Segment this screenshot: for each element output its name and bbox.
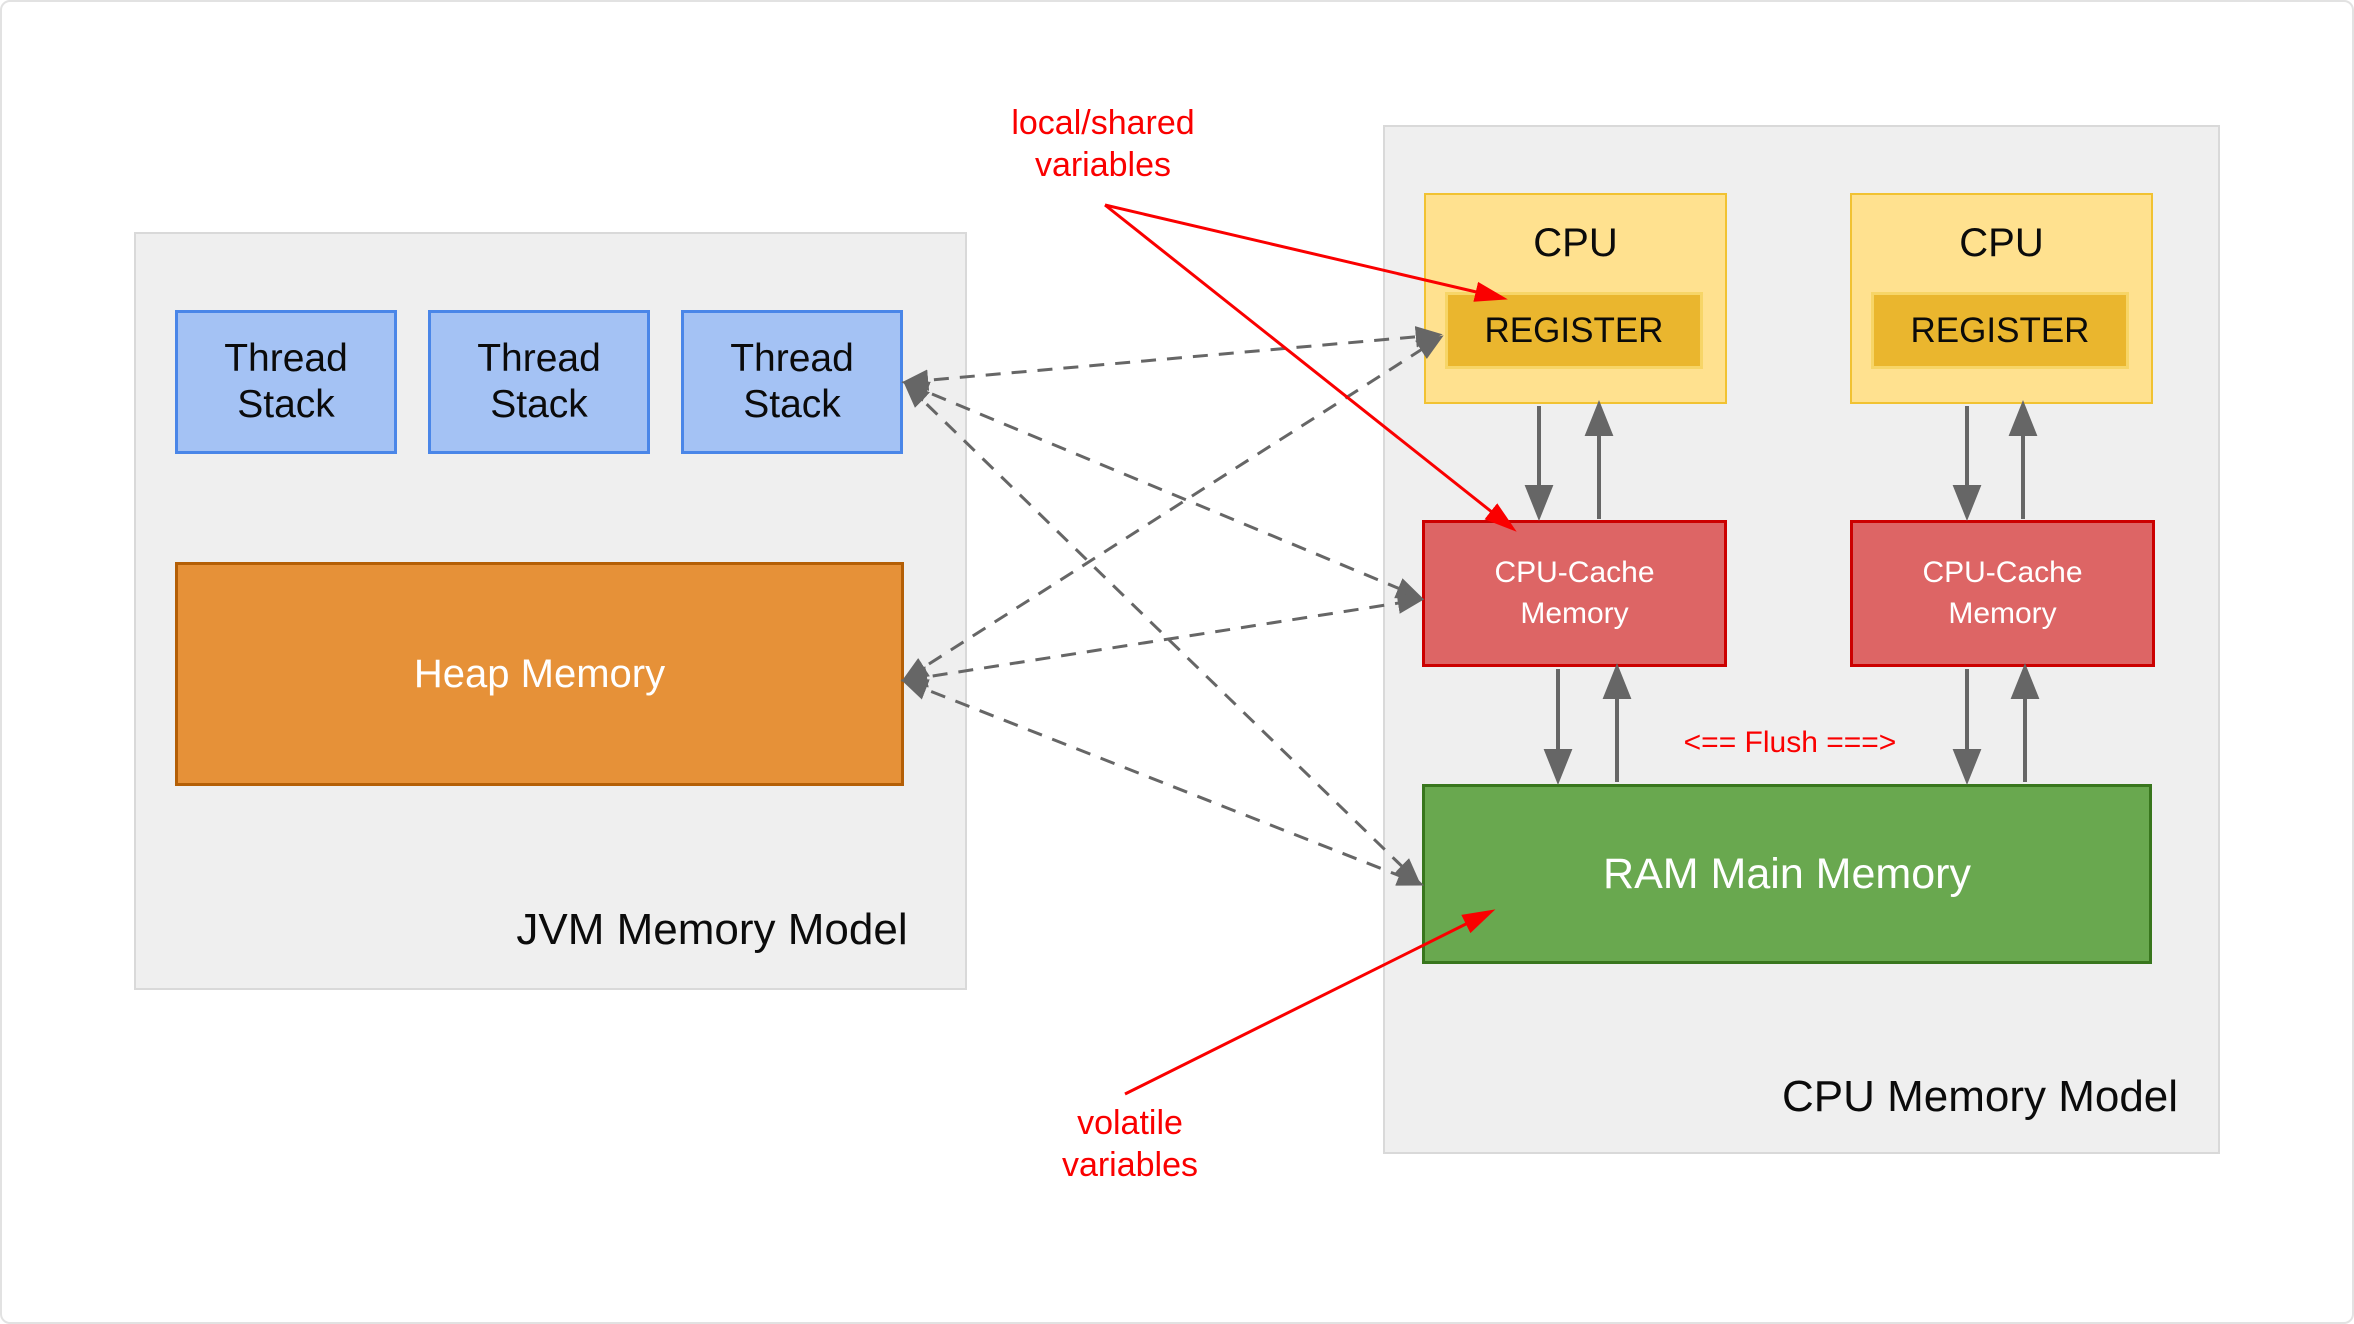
local-shared-line2: variables	[1034, 146, 1172, 184]
dashed-arrow-threadstack-ram	[903, 381, 1421, 885]
heap-memory-label: Heap Memory	[413, 651, 666, 696]
register-label: REGISTER	[1910, 310, 2090, 350]
cpu-cache-label: CPU-Cache Memory	[1922, 556, 2083, 630]
dashed-arrow-heap-register	[901, 335, 1444, 682]
cpu-label: CPU	[1533, 221, 1618, 265]
heap-memory-box: Heap Memory	[175, 562, 904, 786]
cpu-cache-label: CPU-Cache Memory	[1494, 556, 1655, 630]
ram-label: RAM Main Memory	[1603, 849, 1971, 898]
cpu-box-2: CPU REGISTER	[1850, 193, 2153, 404]
register-label: REGISTER	[1484, 310, 1664, 350]
dashed-connectors	[900, 326, 1444, 886]
ram-main-memory-box: RAM Main Memory	[1422, 784, 2152, 964]
thread-stack-box-3: Thread Stack	[681, 310, 903, 454]
dashed-arrow-heap-cache	[900, 592, 1425, 688]
cpu-cache-memory-box-1: CPU-Cache Memory	[1422, 520, 1727, 667]
thread-stack-label: Thread Stack	[477, 336, 601, 426]
dashed-arrow-heap-ram	[900, 679, 1425, 886]
dashed-arrow-threadstack-register	[901, 326, 1443, 391]
dashed-arrow-threadstack-cache	[901, 381, 1424, 599]
thread-stack-label: Thread Stack	[730, 336, 854, 426]
jvm-panel-title: JVM Memory Model	[516, 905, 908, 954]
cpu-box-1: CPU REGISTER	[1424, 193, 1727, 404]
register-box-2: REGISTER	[1871, 292, 2129, 369]
thread-stack-label: Thread Stack	[224, 336, 348, 426]
register-box-1: REGISTER	[1445, 292, 1703, 369]
local-shared-variables-annotation: local/shared variables	[953, 102, 1253, 186]
cpu-panel-title: CPU Memory Model	[1781, 1072, 2179, 1121]
cpu-cache-memory-box-2: CPU-Cache Memory	[1850, 520, 2155, 667]
local-shared-line1: local/shared	[1011, 104, 1195, 142]
thread-stack-box-1: Thread Stack	[175, 310, 397, 454]
cpu-label: CPU	[1959, 221, 2044, 265]
thread-stack-box-2: Thread Stack	[428, 310, 650, 454]
volatile-variables-annotation: volatile variables	[1061, 1104, 1199, 1184]
flush-annotation: <== Flush ===>	[1683, 726, 1897, 759]
